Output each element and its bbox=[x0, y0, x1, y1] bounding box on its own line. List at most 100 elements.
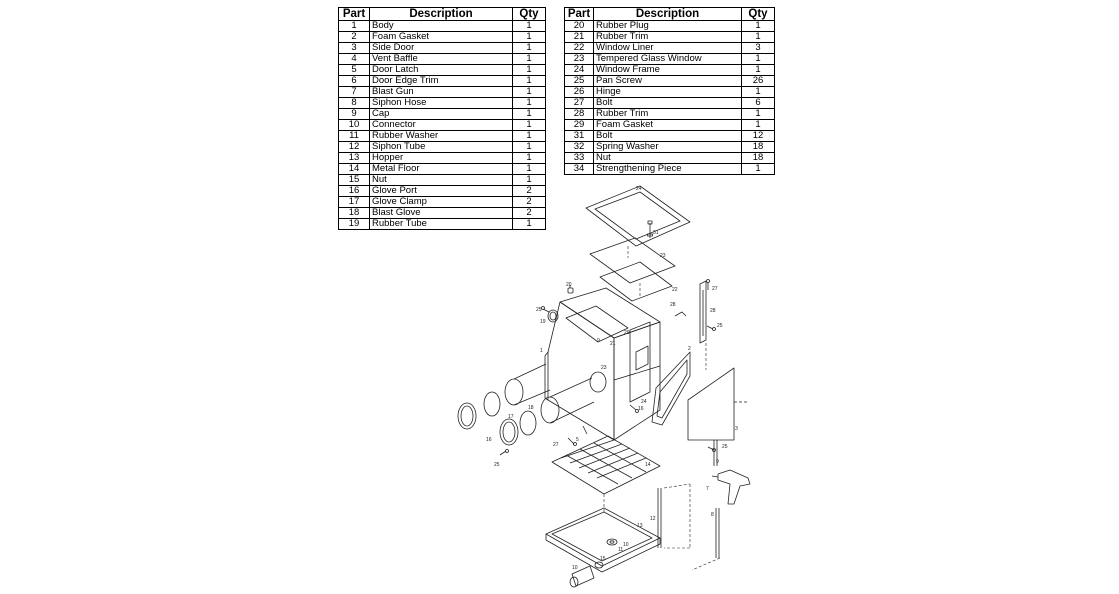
part-number: 24 bbox=[564, 64, 594, 76]
callout-label: 18 bbox=[528, 405, 534, 411]
foam-gasket-part bbox=[651, 351, 691, 426]
part-description: Rubber Plug bbox=[593, 20, 742, 32]
part-qty: 26 bbox=[741, 75, 775, 87]
part-number: 14 bbox=[338, 163, 370, 175]
table-header-row: Part Description Qty bbox=[338, 7, 546, 21]
part-number: 31 bbox=[564, 130, 594, 142]
part-qty: 1 bbox=[512, 152, 546, 164]
inlet-part bbox=[547, 309, 559, 323]
part-number: 6 bbox=[338, 75, 370, 87]
part-description: Tempered Glass Window bbox=[593, 53, 742, 65]
part-description: Body bbox=[369, 20, 513, 32]
header-qty: Qty bbox=[741, 7, 775, 21]
part-qty: 1 bbox=[741, 108, 775, 120]
callout-label: 23 bbox=[660, 253, 666, 259]
callout-label: 24 bbox=[636, 186, 642, 192]
header-part: Part bbox=[338, 7, 370, 21]
part-description: Strengthening Piece bbox=[593, 163, 742, 175]
part-number: 3 bbox=[338, 42, 370, 54]
part-description: Bolt bbox=[593, 97, 742, 109]
header-qty: Qty bbox=[512, 7, 546, 21]
part-qty: 1 bbox=[512, 163, 546, 175]
part-description: Siphon Hose bbox=[369, 97, 513, 109]
part-number: 29 bbox=[564, 119, 594, 131]
part-description: Rubber Washer bbox=[369, 130, 513, 142]
callout-label: 28 bbox=[710, 308, 716, 314]
part-description: Connector bbox=[369, 119, 513, 131]
part-number: 28 bbox=[564, 108, 594, 120]
part-number: 22 bbox=[564, 42, 594, 54]
part-qty: 1 bbox=[512, 42, 546, 54]
part-description: Spring Washer bbox=[593, 141, 742, 153]
part-qty: 1 bbox=[741, 20, 775, 32]
part-description: Pan Screw bbox=[593, 75, 742, 87]
part-description: Siphon Tube bbox=[369, 141, 513, 153]
part-description: Cap bbox=[369, 108, 513, 120]
blast-gun-part bbox=[711, 469, 751, 505]
bolt-part bbox=[647, 220, 653, 238]
header-description: Description bbox=[593, 7, 742, 21]
part-number: 8 bbox=[338, 97, 370, 109]
metal-floor-part bbox=[551, 435, 661, 495]
part-qty: 1 bbox=[512, 108, 546, 120]
callout-label: 17 bbox=[508, 414, 514, 420]
part-qty: 18 bbox=[741, 141, 775, 153]
part-qty: 1 bbox=[741, 163, 775, 175]
callout-label: 14 bbox=[645, 462, 651, 468]
part-qty: 1 bbox=[512, 119, 546, 131]
part-qty: 1 bbox=[512, 31, 546, 43]
part-number: 23 bbox=[564, 53, 594, 65]
part-number: 27 bbox=[564, 97, 594, 109]
part-number: 19 bbox=[338, 218, 370, 230]
callout-label: 12 bbox=[650, 516, 656, 522]
part-qty: 1 bbox=[741, 31, 775, 43]
table-header-row: Part Description Qty bbox=[564, 7, 775, 21]
part-number: 1 bbox=[338, 20, 370, 32]
callout-label: 20 bbox=[566, 282, 572, 288]
siphon-hose-part bbox=[715, 508, 720, 558]
part-qty: 1 bbox=[741, 53, 775, 65]
part-qty: 1 bbox=[512, 64, 546, 76]
part-description: Rubber Tube bbox=[369, 218, 513, 230]
callout-label: 10 bbox=[572, 565, 578, 571]
callout-label: 9 bbox=[597, 338, 600, 344]
part-number: 25 bbox=[564, 75, 594, 87]
callout-label: 7 bbox=[706, 486, 709, 492]
window-frame-part bbox=[585, 185, 691, 247]
part-description: Door Latch bbox=[369, 64, 513, 76]
callout-label: 23 bbox=[601, 365, 607, 371]
part-qty: 1 bbox=[512, 86, 546, 98]
side-door-part bbox=[687, 367, 735, 441]
callout-label: 27 bbox=[712, 286, 718, 292]
callout-label: 24 bbox=[641, 399, 647, 405]
part-description: Rubber Trim bbox=[593, 31, 742, 43]
part-qty: 1 bbox=[512, 53, 546, 65]
callout-label: 2 bbox=[688, 346, 691, 352]
part-number: 11 bbox=[338, 130, 370, 142]
part-description: Door Edge Trim bbox=[369, 75, 513, 87]
part-number: 21 bbox=[564, 31, 594, 43]
callout-label: 22 bbox=[672, 287, 678, 293]
hinge-part bbox=[674, 280, 707, 344]
window-liner-part bbox=[599, 261, 673, 302]
part-qty: 1 bbox=[741, 64, 775, 76]
callout-label: 28 bbox=[670, 302, 676, 308]
